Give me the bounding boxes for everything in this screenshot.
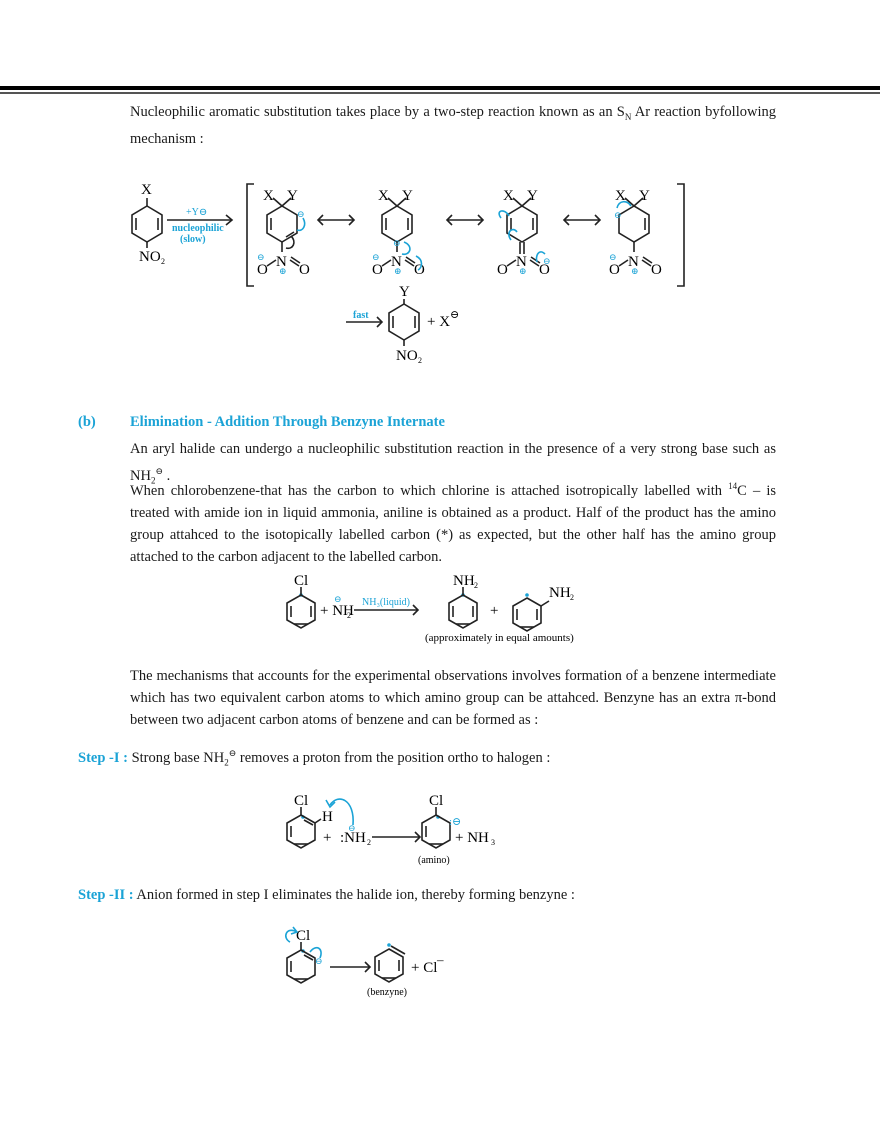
svg-text:⊖: ⊖ <box>614 210 622 220</box>
fast-step: fast Y NO 2 + X ⊖ <box>346 284 459 365</box>
svg-text:N: N <box>628 254 639 270</box>
svg-text:O: O <box>651 262 662 278</box>
svg-text:2: 2 <box>418 356 422 365</box>
header-rule-thick <box>0 86 880 90</box>
svg-text:Y: Y <box>399 284 410 300</box>
step-1-text: Step -I : Strong base NH2⊖ removes a pro… <box>78 748 551 768</box>
step-2-diagram: Cl ⊖ + Cl – (benzyne) <box>285 926 444 998</box>
svg-text:2: 2 <box>570 593 574 602</box>
resonance-structure-4: X Y N O O ⊖ ⊕ ⊖ <box>609 188 662 278</box>
section-b-paragraph-2: When chlorobenzene-that has the carbon t… <box>130 481 777 565</box>
svg-text:+ NH: + NH <box>320 603 354 619</box>
svg-text:⊖: ⊖ <box>315 956 323 966</box>
svg-text:⊖: ⊖ <box>450 309 459 321</box>
svg-text:2: 2 <box>367 838 371 847</box>
svg-text:+ NH: + NH <box>455 830 489 846</box>
svg-text::NH: :NH <box>340 830 366 846</box>
svg-text:O: O <box>609 262 620 278</box>
svg-text:NH: NH <box>549 585 571 601</box>
aniline-formation-diagram: Cl + NH 2 ⊖ NH₃(liquid) NH 2 + NH 2 (app… <box>286 573 574 644</box>
svg-text:N: N <box>516 254 527 270</box>
step-1-diagram: Cl H + :NH 2 ⊖ Cl :⊖ + NH 3 (amino) <box>286 793 495 866</box>
svg-text:nucleophilic: nucleophilic <box>172 223 224 234</box>
svg-text:O: O <box>372 262 383 278</box>
svg-text:3: 3 <box>491 838 495 847</box>
svg-text:Cl: Cl <box>294 793 308 809</box>
snar-mechanism-diagram: X NO 2 +Y⊖ nucleophilic (slow) X Y N O O… <box>131 182 685 365</box>
svg-text:X: X <box>141 182 152 198</box>
svg-text::⊖: :⊖ <box>449 816 461 828</box>
svg-text:O: O <box>539 262 550 278</box>
svg-text:N: N <box>276 254 287 270</box>
section-label: (b) <box>78 414 96 430</box>
svg-text:(approximately in equal amount: (approximately in equal amounts) <box>425 632 574 644</box>
svg-text:⊕: ⊕ <box>279 266 287 276</box>
svg-text:NH: NH <box>453 573 475 589</box>
svg-text:Y: Y <box>639 188 650 204</box>
svg-text:+ X: + X <box>427 314 450 330</box>
svg-text:⊖: ⊖ <box>334 594 342 604</box>
header-rule-thin <box>0 92 880 94</box>
resonance-structure-1: X Y N O O ⊖ ⊕ ⊖ <box>257 188 310 278</box>
svg-text:Y: Y <box>527 188 538 204</box>
svg-text:O: O <box>299 262 310 278</box>
reactant-nitrobenzene: X NO 2 <box>131 182 165 266</box>
svg-text:+Y⊖: +Y⊖ <box>186 207 207 218</box>
svg-text:Cl: Cl <box>294 573 308 589</box>
svg-text:–: – <box>436 952 444 967</box>
svg-text:NO: NO <box>139 249 161 265</box>
svg-text:O: O <box>497 262 508 278</box>
svg-text:⊖: ⊖ <box>393 238 401 248</box>
svg-text:N: N <box>391 254 402 270</box>
svg-text:+ Cl: + Cl <box>411 960 437 976</box>
svg-text:2: 2 <box>474 581 478 590</box>
intro-paragraph: Nucleophilic aromatic substitution takes… <box>130 104 776 147</box>
svg-text:H: H <box>322 809 333 825</box>
svg-text:(slow): (slow) <box>180 234 206 245</box>
svg-text:+: + <box>490 603 498 619</box>
resonance-structure-2: X Y N O O ⊖ ⊕ ⊖ <box>372 188 425 278</box>
svg-text:NO: NO <box>396 348 418 364</box>
section-b-paragraph-1: An aryl halide can undergo a nucleophili… <box>130 441 776 486</box>
svg-text:⊕: ⊕ <box>394 266 402 276</box>
svg-text:X: X <box>503 188 514 204</box>
svg-text:⊖: ⊖ <box>348 823 356 833</box>
svg-text:NH₃(liquid): NH₃(liquid) <box>362 597 410 608</box>
svg-text:Y: Y <box>402 188 413 204</box>
svg-text:fast: fast <box>353 310 369 321</box>
svg-text:2: 2 <box>161 257 165 266</box>
svg-text:⊖: ⊖ <box>297 209 305 219</box>
svg-text:⊖: ⊖ <box>609 252 617 262</box>
svg-text:X: X <box>378 188 389 204</box>
svg-text:X: X <box>615 188 626 204</box>
step-2-text: Step -II : Anion formed in step I elimin… <box>78 887 575 903</box>
section-title: Elimination - Addition Through Benzyne I… <box>130 414 445 430</box>
benzyne-paragraph: The mechanisms that accounts for the exp… <box>130 668 776 728</box>
bracket-left <box>246 183 254 287</box>
svg-text:⊖: ⊖ <box>372 252 380 262</box>
slow-step-arrow: +Y⊖ nucleophilic (slow) <box>167 207 234 245</box>
svg-text:⊖: ⊖ <box>257 252 265 262</box>
svg-text:Cl: Cl <box>429 793 443 809</box>
svg-text:X: X <box>263 188 274 204</box>
svg-text:O: O <box>257 262 268 278</box>
svg-text:⊕: ⊕ <box>519 266 527 276</box>
resonance-structure-3: X Y N O O ⊕ ⊖ <box>497 188 551 278</box>
svg-text:Cl: Cl <box>296 928 310 944</box>
svg-text:⊕: ⊕ <box>631 266 639 276</box>
svg-text:(amino): (amino) <box>418 855 450 866</box>
svg-text:⊖: ⊖ <box>543 256 551 266</box>
svg-text:2: 2 <box>347 611 351 620</box>
svg-text:(benzyne): (benzyne) <box>367 987 407 998</box>
svg-text:Y: Y <box>287 188 298 204</box>
svg-text:+: + <box>323 830 331 846</box>
bracket-right <box>677 183 685 287</box>
